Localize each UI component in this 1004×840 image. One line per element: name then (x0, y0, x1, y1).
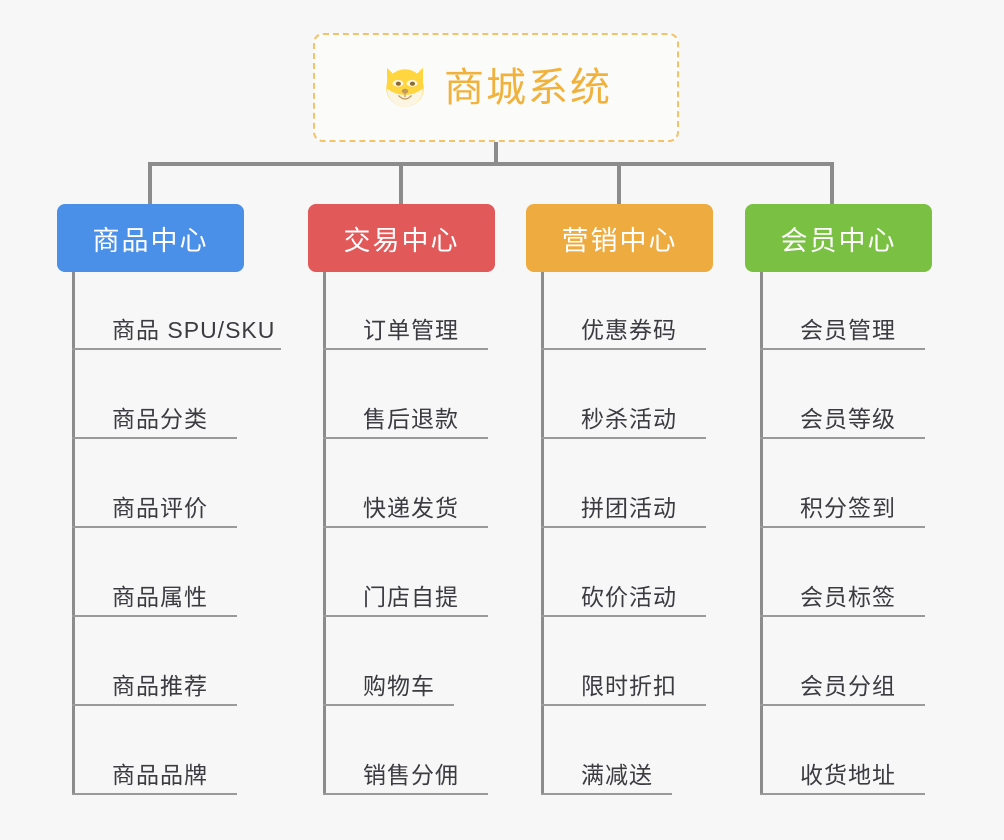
branch-item-label: 拼团活动 (581, 495, 677, 521)
connector-stem (494, 142, 498, 164)
connector-drop-1 (148, 162, 152, 204)
branch-spine (760, 272, 763, 795)
branch-item-rule (72, 793, 237, 795)
root-node[interactable]: 商城系统 (313, 33, 679, 142)
branch-item-label: 订单管理 (363, 317, 459, 343)
branch-item-rule (541, 526, 706, 528)
branch-item-rule (541, 437, 706, 439)
branch-item-rule (760, 615, 925, 617)
connector-horizontal-bar (148, 162, 834, 166)
branch-spine (72, 272, 75, 795)
branch-header-label: 商品中心 (92, 225, 209, 256)
branch-item-rule (72, 526, 237, 528)
branch-spine (541, 272, 544, 795)
branch-item-rule (323, 615, 488, 617)
branch-item-rule (541, 348, 706, 350)
branch-item-label: 收货地址 (800, 762, 896, 788)
root-node-content: 商城系统 (380, 63, 612, 113)
branch-item-label: 秒杀活动 (581, 406, 677, 432)
branch-item-rule (323, 793, 488, 795)
connector-drop-2 (399, 162, 403, 204)
branch-item-label: 快递发货 (363, 495, 459, 521)
branch-item-label: 会员分组 (800, 673, 896, 699)
branch-item-rule (541, 704, 706, 706)
branch-item-rule (323, 526, 488, 528)
branch-item-rule (541, 793, 672, 795)
branch-item-label: 商品分类 (112, 406, 208, 432)
branch-header-label: 营销中心 (561, 225, 678, 256)
branch-item-rule (72, 348, 281, 350)
branch-item-label: 售后退款 (363, 406, 459, 432)
branch-item-rule (323, 704, 454, 706)
branch-item-rule (760, 437, 925, 439)
branch-item-rule (323, 348, 488, 350)
branch-header-marketing-center[interactable]: 营销中心 (526, 204, 713, 272)
branch-item-label: 商品推荐 (112, 673, 208, 699)
branch-item-rule (760, 793, 925, 795)
branch-item-rule (541, 615, 706, 617)
branch-item-label: 商品评价 (112, 495, 208, 521)
root-title: 商城系统 (444, 65, 612, 110)
branch-item-label: 商品属性 (112, 584, 208, 610)
branch-header-label: 会员中心 (780, 225, 897, 256)
branch-item-label: 销售分佣 (363, 762, 459, 788)
branch-item-label: 积分签到 (800, 495, 896, 521)
branch-item-label: 会员管理 (800, 317, 896, 343)
branch-item-rule (72, 615, 237, 617)
branch-item-label: 商品品牌 (112, 762, 208, 788)
branch-item-label: 门店自提 (363, 584, 459, 610)
branch-header-label: 交易中心 (343, 225, 460, 256)
branch-item-label: 限时折扣 (581, 673, 677, 699)
branch-item-label: 优惠券码 (581, 317, 677, 343)
branch-header-trade-center[interactable]: 交易中心 (308, 204, 495, 272)
branch-item-label: 会员等级 (800, 406, 896, 432)
branch-item-rule (323, 437, 488, 439)
branch-item-rule (760, 348, 925, 350)
branch-header-member-center[interactable]: 会员中心 (745, 204, 932, 272)
branch-item-rule (72, 704, 237, 706)
branch-spine (323, 272, 326, 795)
branch-item-label: 满减送 (581, 762, 653, 788)
branch-item-label: 砍价活动 (581, 584, 677, 610)
branch-item-rule (760, 704, 925, 706)
branch-item-rule (72, 437, 237, 439)
branch-item-label: 商品 SPU/SKU (112, 317, 276, 343)
connector-drop-4 (830, 162, 834, 204)
branch-item-label: 购物车 (363, 673, 435, 699)
connector-drop-3 (617, 162, 621, 204)
branch-item-rule (760, 526, 925, 528)
branch-item-label: 会员标签 (800, 584, 896, 610)
dog-face-icon (386, 67, 424, 108)
branch-header-product-center[interactable]: 商品中心 (57, 204, 244, 272)
